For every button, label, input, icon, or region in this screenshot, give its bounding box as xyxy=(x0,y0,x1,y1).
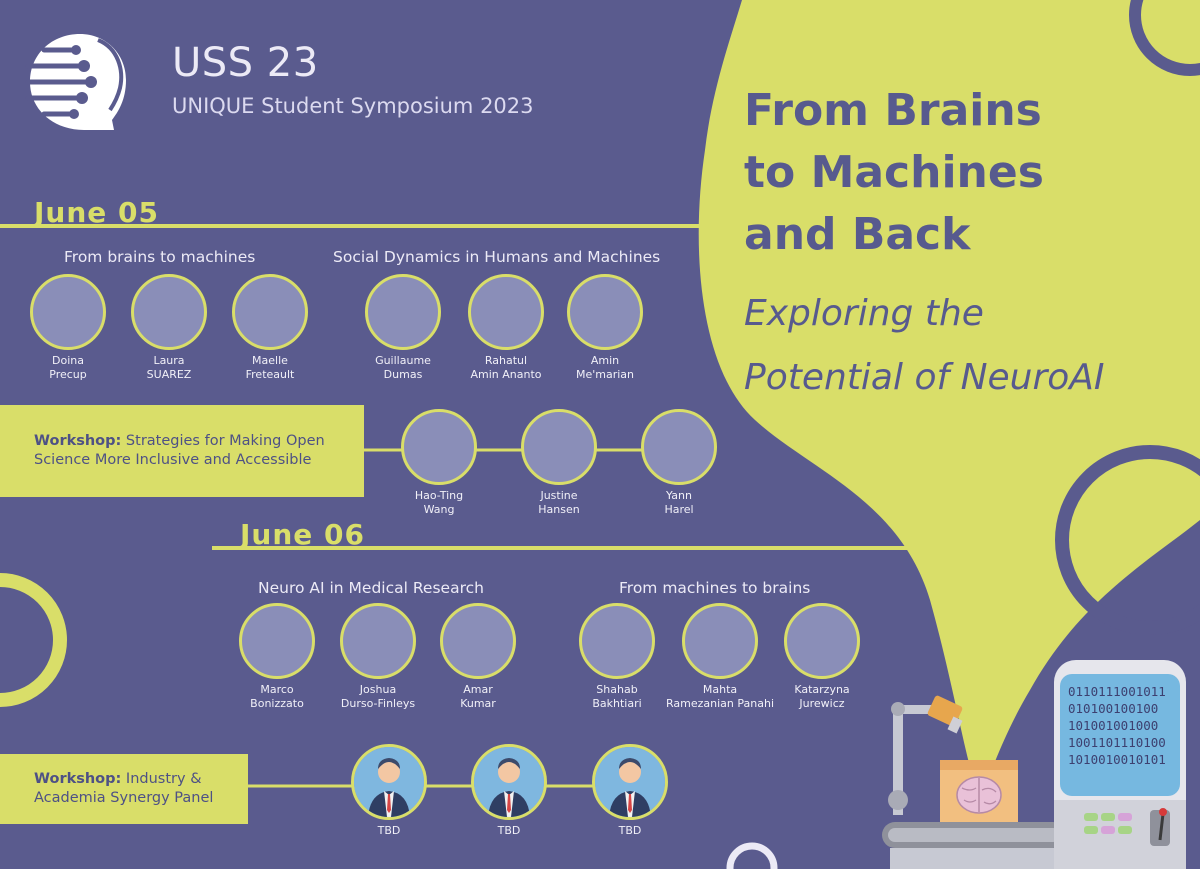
speaker-photo xyxy=(579,603,655,679)
uss-logo xyxy=(24,30,132,134)
speaker-name: TBD xyxy=(497,824,521,837)
date-june-05: June 05 xyxy=(34,196,159,229)
ring-left xyxy=(0,573,67,707)
yellow-blob xyxy=(698,0,1200,800)
computer-machine xyxy=(1054,660,1186,869)
workshop-label: Workshop: xyxy=(34,433,122,449)
event-short-title: USS 23 xyxy=(172,40,319,86)
theme-title-line: and Back xyxy=(744,209,971,260)
speaker-photo xyxy=(521,409,597,485)
theme-title-line: From Brains xyxy=(744,85,1042,136)
speaker-name: TBD xyxy=(618,824,642,837)
speaker-card: TBD xyxy=(449,744,569,838)
conveyor xyxy=(882,822,1066,869)
workshop-banner: Workshop: Industry &Academia Synergy Pan… xyxy=(0,754,248,824)
speaker-card: TBD xyxy=(570,744,690,838)
theme-subtitle: Exploring the Potential of NeuroAI xyxy=(744,282,1194,410)
session-title: Social Dynamics in Humans and Machines xyxy=(333,248,661,266)
session-title: From brains to machines xyxy=(64,248,256,266)
speaker-photo xyxy=(440,603,516,679)
speaker-photo xyxy=(468,274,544,350)
theme-title: From Brains to Machines and Back xyxy=(744,80,1164,266)
ring-right xyxy=(1055,445,1200,635)
workshop-text: Workshop: Industry &Academia Synergy Pan… xyxy=(34,771,214,806)
placeholder-person-icon xyxy=(592,744,668,820)
brain-box xyxy=(940,760,1018,822)
speaker-photo xyxy=(641,409,717,485)
theme-subtitle-line: Exploring the xyxy=(744,293,984,334)
speaker-photo xyxy=(340,603,416,679)
ring-top-right xyxy=(1129,0,1200,76)
session-title: Neuro AI in Medical Research xyxy=(258,579,484,597)
placeholder-person-icon xyxy=(351,744,427,820)
workshop-label: Workshop: xyxy=(34,771,122,787)
speaker-photo xyxy=(30,274,106,350)
speaker-name: TBD xyxy=(377,824,401,837)
robot-arm xyxy=(888,695,963,815)
speaker-photo xyxy=(567,274,643,350)
speaker-photo xyxy=(232,274,308,350)
speaker-photo xyxy=(365,274,441,350)
session-title: From machines to brains xyxy=(619,579,811,597)
speaker-photo xyxy=(682,603,758,679)
speaker-photo xyxy=(784,603,860,679)
speaker-photo xyxy=(131,274,207,350)
placeholder-person-icon xyxy=(471,744,547,820)
speaker-card: TBD xyxy=(329,744,449,838)
theme-title-line: to Machines xyxy=(744,147,1044,198)
event-full-title: UNIQUE Student Symposium 2023 xyxy=(172,94,534,118)
speaker-photo xyxy=(239,603,315,679)
machine-screen-binary: 0110111001011 010100100100 101001001000 … xyxy=(1068,684,1166,767)
date-june-06: June 06 xyxy=(240,518,365,551)
speaker-photo xyxy=(401,409,477,485)
ring-bottom xyxy=(726,842,778,869)
theme-subtitle-line: Potential of NeuroAI xyxy=(744,357,1105,398)
